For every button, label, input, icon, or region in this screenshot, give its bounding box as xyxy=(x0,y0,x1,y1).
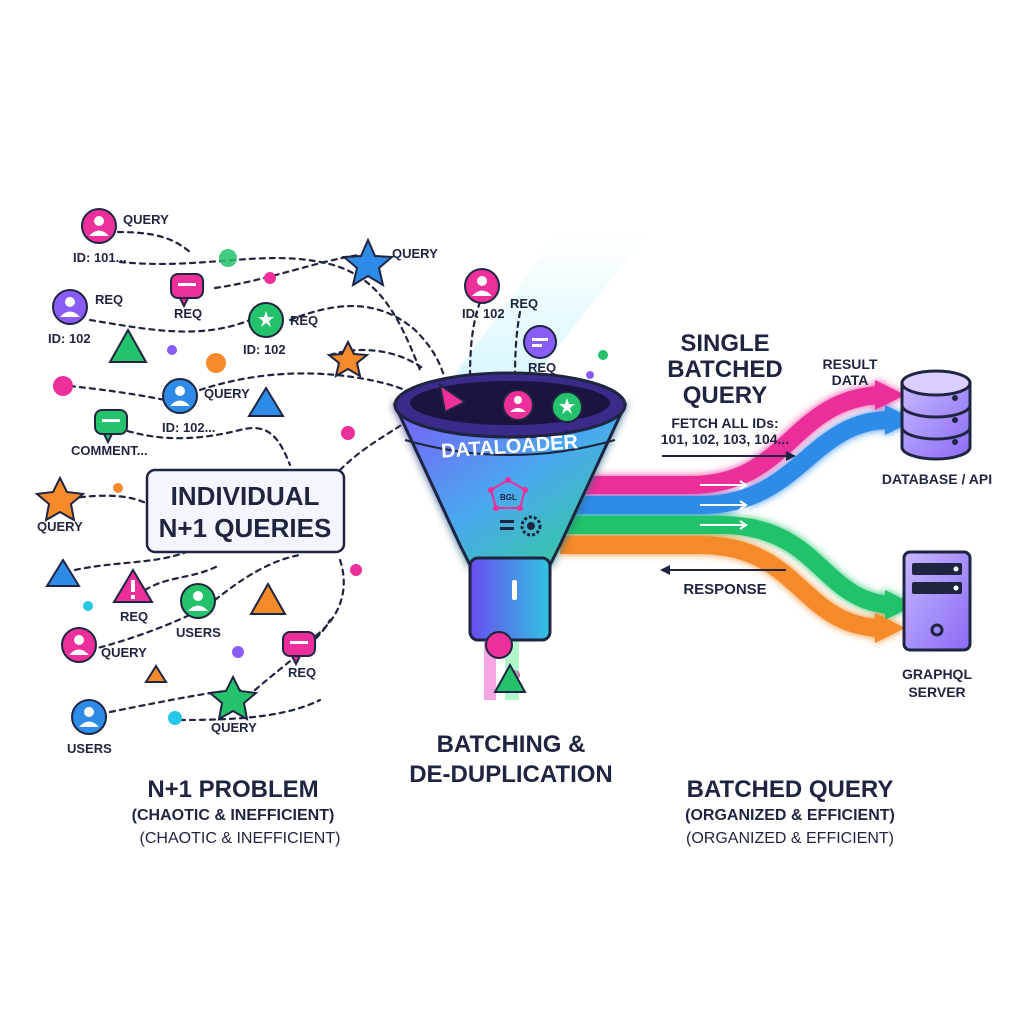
triangle-icon xyxy=(438,382,467,414)
dot xyxy=(219,249,237,267)
triangle-icon xyxy=(247,386,285,417)
arrowhead-icon xyxy=(875,613,905,643)
dataloader-funnel: BGL DATALOADER xyxy=(392,371,628,700)
drip-dot xyxy=(485,631,513,659)
ribbon-green xyxy=(560,516,892,614)
left-caption-sub-2: (CHAOTIC & INEFFICIENT) xyxy=(140,830,341,847)
left-labels: QUERY ID: 101... REQ REQ ID: 102 QUERY R… xyxy=(37,212,556,756)
ribbon-orange xyxy=(560,536,881,637)
dot xyxy=(167,345,177,355)
server-line-1: GRAPHQL xyxy=(902,666,972,682)
individual-queries-box: INDIVIDUAL N+1 QUERIES xyxy=(145,468,346,554)
batched-flow-ribbons xyxy=(560,380,915,643)
chat-bubble-icon xyxy=(94,409,128,445)
light-beam xyxy=(440,230,650,395)
label-query: QUERY xyxy=(392,246,438,261)
label-req: REQ xyxy=(528,360,556,375)
dot xyxy=(206,353,226,373)
arrowhead-icon xyxy=(885,590,915,620)
fetch-line-1: FETCH ALL IDs: xyxy=(671,415,778,431)
triangle-icon xyxy=(493,662,527,693)
ribbon-pink xyxy=(560,386,881,494)
dot xyxy=(350,564,362,576)
label-id: ID: 101... xyxy=(73,250,126,265)
label-req: REQ xyxy=(174,306,202,321)
incoming-icons xyxy=(326,237,608,379)
arrowhead-icon xyxy=(885,405,915,435)
label-query: QUERY xyxy=(123,212,169,227)
flow-title-line-2: BATCHED xyxy=(667,356,783,383)
right-caption-sub-2: (ORGANIZED & EFFICIENT) xyxy=(686,830,894,847)
star-icon xyxy=(207,674,259,721)
scatter-dots xyxy=(53,249,520,725)
chat-bubble-icon xyxy=(282,631,316,667)
dot xyxy=(113,483,123,493)
label-id: ID: 102 xyxy=(462,306,505,321)
label-users: USERS xyxy=(67,741,112,756)
graph-icon: BGL xyxy=(488,477,528,511)
response-label: RESPONSE xyxy=(683,581,766,598)
flow-title-line-3: QUERY xyxy=(683,382,767,409)
left-icons xyxy=(34,208,316,735)
right-caption-title: BATCHED QUERY xyxy=(687,776,894,803)
star-icon xyxy=(341,237,395,288)
fetch-line-2: 101, 102, 103, 104... xyxy=(661,431,789,447)
center-caption-line-2: DE-DUPLICATION xyxy=(409,761,613,788)
request-arrow-icon xyxy=(662,451,796,461)
left-caption-title: N+1 PROBLEM xyxy=(147,776,318,803)
center-caption-line-1: BATCHING & xyxy=(437,731,586,758)
server-line-2: SERVER xyxy=(908,684,965,700)
user-avatar-icon xyxy=(502,389,534,421)
result-line-1: RESULT xyxy=(823,356,878,372)
label-query: QUERY xyxy=(37,519,83,534)
chat-bubble-icon xyxy=(170,273,204,309)
label-id: ID: 102 xyxy=(243,342,286,357)
database-icon xyxy=(900,369,972,461)
chip-label: BGL xyxy=(500,493,517,502)
dot xyxy=(264,272,276,284)
dot xyxy=(168,711,182,725)
flow-labels: SINGLE BATCHED QUERY FETCH ALL IDs: 101,… xyxy=(660,330,878,598)
triangle-icon xyxy=(249,581,287,615)
result-line-2: DATA xyxy=(832,372,869,388)
label-req: REQ xyxy=(288,665,316,680)
response-arrow-icon xyxy=(660,565,786,575)
gear-icon xyxy=(500,515,542,537)
right-caption-sub-1: (ORGANIZED & EFFICIENT) xyxy=(685,807,895,824)
label-comment: COMMENT... xyxy=(71,443,148,458)
box-line-2: N+1 QUERIES xyxy=(159,513,332,543)
star-icon xyxy=(34,475,86,522)
funnel-spout xyxy=(468,556,552,642)
label-req: REQ xyxy=(510,296,538,311)
triangle-icon xyxy=(45,558,81,587)
left-caption-sub-1: (CHAOTIC & INEFFICIENT) xyxy=(132,807,335,824)
chat-bubble-icon xyxy=(523,325,557,359)
ribbon-blue xyxy=(560,411,891,514)
dot xyxy=(341,426,355,440)
label-query: QUERY xyxy=(204,386,250,401)
star-icon xyxy=(326,339,370,379)
label-id: ID: 102... xyxy=(162,420,215,435)
label-id: ID: 102 xyxy=(48,331,91,346)
label-req: REQ xyxy=(120,609,148,624)
label-query: QUERY xyxy=(211,720,257,735)
flow-title-line-1: SINGLE xyxy=(680,330,769,357)
dot xyxy=(232,646,244,658)
label-req: REQ xyxy=(95,292,123,307)
label-query: QUERY xyxy=(101,645,147,660)
alert-triangle-icon xyxy=(112,568,154,603)
arrowhead-icon xyxy=(875,380,905,410)
label-req: REQ xyxy=(290,313,318,328)
triangle-icon xyxy=(144,664,168,683)
triangle-icon xyxy=(108,327,148,363)
label-users: USERS xyxy=(176,625,221,640)
dot xyxy=(83,601,93,611)
dot xyxy=(53,376,73,396)
server-icon xyxy=(902,550,972,652)
box-line-1: INDIVIDUAL xyxy=(171,481,320,511)
database-label: DATABASE / API xyxy=(882,471,992,487)
captions: N+1 PROBLEM (CHAOTIC & INEFFICIENT) (CHA… xyxy=(132,731,895,847)
